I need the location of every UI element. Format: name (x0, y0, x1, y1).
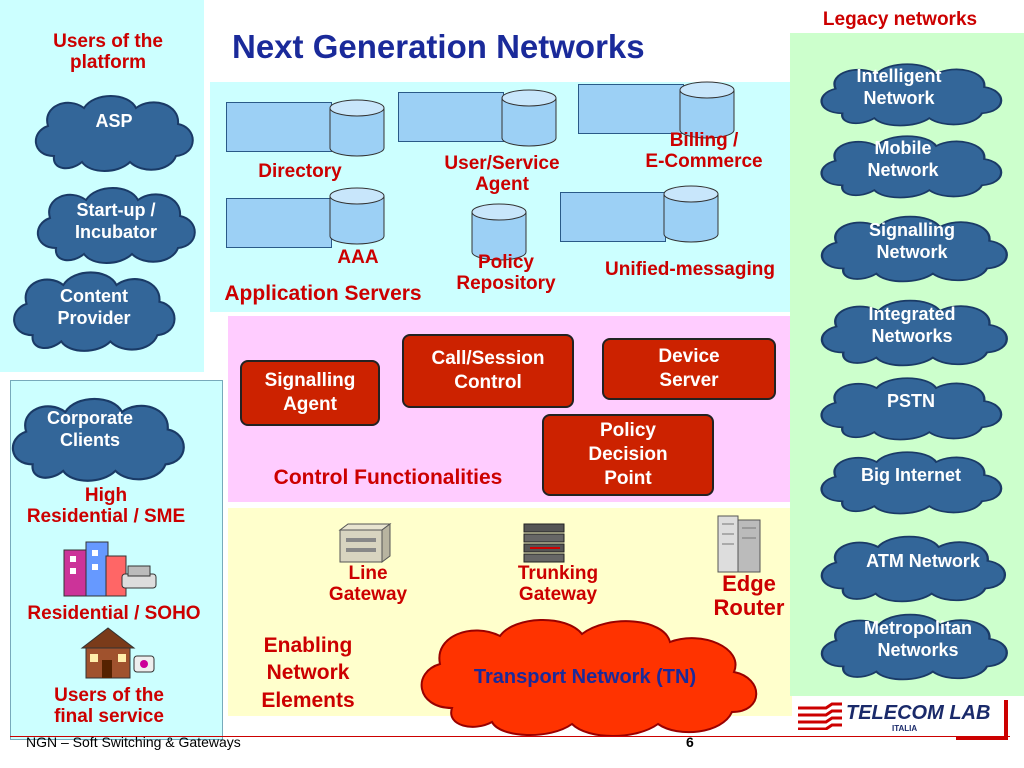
trunking-gateway-icon (523, 523, 565, 563)
logo-subtext: ITALIA (892, 724, 918, 733)
cloud-shape-icon (820, 63, 1003, 127)
app-server-billing: Billing / E-Commerce (645, 130, 763, 172)
cloud-label: ATM Network (866, 551, 980, 572)
footer-line (10, 736, 1010, 737)
line-gateway-label: Line Gateway (328, 563, 408, 605)
app-server-directory: Directory (258, 161, 342, 182)
cloud-big-internet: Big Internet (808, 444, 1014, 516)
database-icon (471, 203, 527, 261)
cloud-label: PSTN (886, 391, 935, 412)
footer-page-number: 6 (686, 734, 694, 750)
cloud-shape-icon (11, 397, 185, 482)
cloud-label: Big Internet (860, 465, 961, 486)
server-icon (560, 192, 666, 242)
database-icon (329, 187, 385, 245)
database-icon (679, 81, 735, 139)
trunking-gateway-label: Trunking Gateway (517, 563, 599, 605)
server-icon (578, 84, 684, 134)
cloud-label: Corporate Clients (46, 408, 133, 450)
policy-decision-point-box: Policy Decision Point (542, 414, 714, 496)
cloud-label: Mobile Network (867, 138, 939, 180)
cloud-asp: ASP (24, 86, 204, 174)
cloud-pstn: PSTN (808, 370, 1014, 442)
cloud-atm-network: ATM Network (808, 528, 1018, 604)
cloud-label: Content Provider (57, 286, 131, 328)
control-functionalities-label: Control Functionalities (273, 466, 503, 489)
cloud-mobile-network: Mobile Network (808, 128, 1014, 200)
transport-network-label: Transport Network (TN) (473, 666, 697, 688)
cloud-label: Intelligent Network (856, 66, 942, 108)
corner-bracket-horizontal (956, 736, 1008, 740)
server-icon (398, 92, 504, 142)
edge-router-label: Edge Router (713, 571, 785, 621)
server-icon (226, 102, 332, 152)
cloud-shape-icon (34, 95, 194, 172)
cloud-corporate-clients: Corporate Clients (0, 388, 196, 484)
transport-network-cloud: Transport Network (TN) (402, 608, 768, 738)
cloud-label: Metropolitan Networks (864, 618, 972, 660)
telecom-lab-logo: TELECOM LAB ITALIA (796, 700, 996, 734)
telecom-logo-stripes-icon (798, 702, 842, 730)
residential-soho-label: Residential / SOHO (27, 603, 201, 624)
cloud-signalling-network: Signalling Network (808, 208, 1020, 284)
corner-bracket-vertical (1004, 700, 1008, 740)
page-title: Next Generation Networks (232, 28, 645, 65)
database-icon (329, 99, 385, 157)
cloud-label: ASP (95, 111, 133, 132)
cloud-shape-icon (820, 377, 1003, 441)
cloud-integrated-networks: Integrated Networks (808, 292, 1020, 368)
house-icon (80, 627, 155, 679)
high-residential-label: High Residential / SME (26, 485, 186, 527)
logo-text: TELECOM LAB (846, 702, 991, 724)
platform-users-label: Users of the platform (53, 31, 163, 73)
cloud-label: Signalling Network (868, 220, 955, 262)
device-server-box: Device Server (602, 338, 776, 400)
database-icon (663, 185, 719, 243)
app-server-unified-messaging: Unified-messaging (605, 259, 775, 280)
call-session-control-box: Call/Session Control (402, 334, 574, 408)
server-icon (226, 198, 332, 248)
cloud-shape-icon (820, 613, 1008, 681)
app-server-user-service-agent: User/Service Agent (444, 153, 560, 195)
legacy-networks-label: Legacy networks (822, 9, 978, 30)
cloud-shape-icon (820, 135, 1003, 199)
cloud-shape-icon (820, 451, 1003, 515)
database-icon (501, 89, 557, 147)
footer-left-text: NGN – Soft Switching & Gateways (26, 734, 241, 750)
enabling-network-elements-label: Enabling Network Elements (261, 634, 355, 712)
cloud-intelligent-network: Intelligent Network (808, 56, 1014, 128)
cloud-shape-icon (420, 618, 758, 737)
cloud-shape-icon (820, 299, 1008, 367)
cloud-shape-icon (36, 187, 196, 264)
cloud-shape-icon (13, 271, 176, 352)
cloud-shape-icon (820, 215, 1008, 283)
cloud-startup-incubator: Start-up / Incubator (26, 178, 206, 266)
cloud-metropolitan-networks: Metropolitan Networks (808, 606, 1020, 682)
cloud-label: Integrated Networks (868, 304, 956, 346)
residential-buildings-icon (63, 541, 157, 597)
cloud-shape-icon (820, 535, 1006, 603)
line-gateway-icon (338, 523, 392, 563)
edge-router-icon (717, 515, 761, 573)
app-server-policy-repository: Policy Repository (456, 252, 556, 294)
cloud-label: Start-up / Incubator (74, 200, 157, 242)
signalling-agent-box: Signalling Agent (240, 360, 380, 426)
application-servers-label: Application Servers (224, 282, 422, 305)
final-users-label: Users of the final service (54, 685, 164, 727)
cloud-content-provider: Content Provider (2, 262, 186, 354)
app-server-aaa: AAA (337, 247, 379, 268)
